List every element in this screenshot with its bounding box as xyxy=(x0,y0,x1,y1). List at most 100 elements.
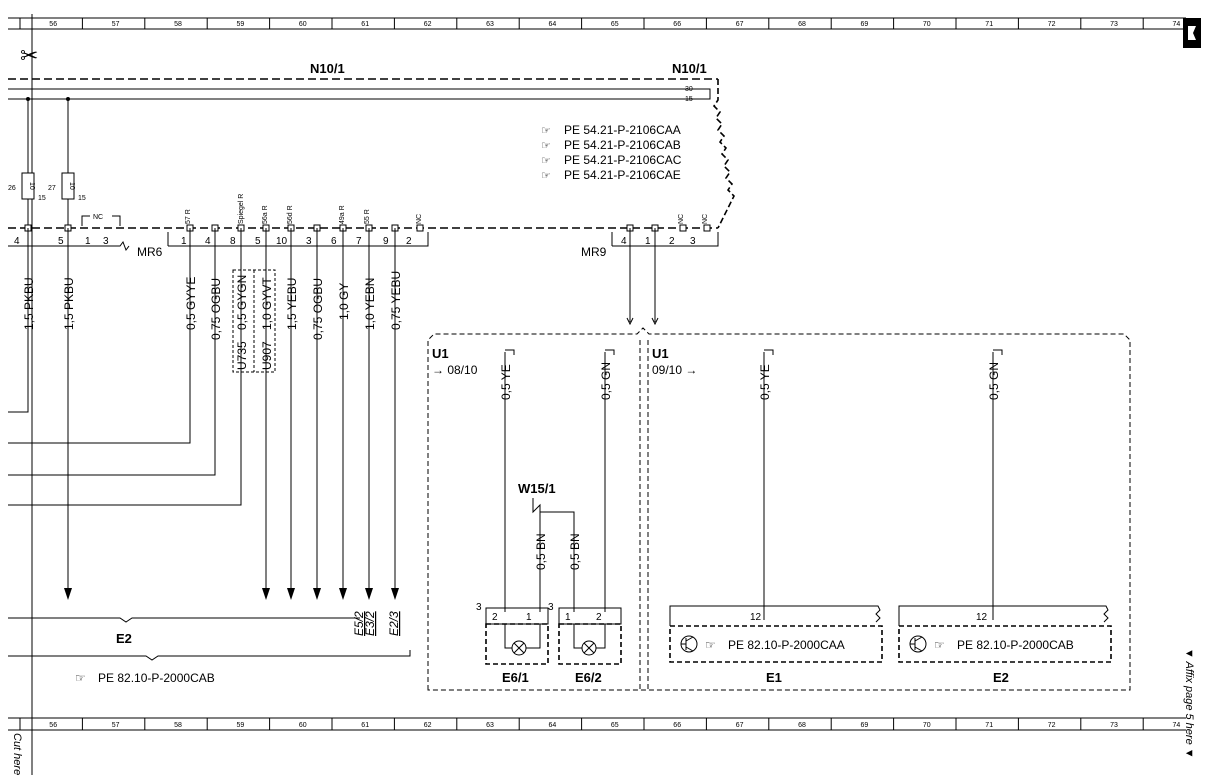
mr6-pin: 7 xyxy=(356,236,362,247)
lamp-e6-1: 2 1 E6/1 xyxy=(485,607,549,685)
top-ruler-column-label: 70 xyxy=(923,21,931,28)
unit-name: E2 xyxy=(993,670,1009,685)
bottom-ruler-column-label: 56 xyxy=(49,722,57,729)
mr6-signal-nc: NC xyxy=(416,214,423,224)
mr6-pin: 6 xyxy=(331,236,337,247)
top-ruler-column-label: 66 xyxy=(673,21,681,28)
u1-right-wire-ye: 0,5 YE xyxy=(758,364,772,400)
mr9-nc-label: NC xyxy=(702,214,709,224)
bottom-ruler-column-label: 62 xyxy=(424,722,432,729)
mr9-nc-label: NC xyxy=(678,214,685,224)
control-unit-label-left: N10/1 xyxy=(310,61,345,76)
mr6-pin: 1 xyxy=(85,236,91,247)
wire-label: 1,0 GYVT xyxy=(260,277,274,330)
fuse-27-rating: 10 xyxy=(68,182,75,190)
u1-left-wire-ye: 0,5 YE xyxy=(499,364,513,400)
lamp-pin-count: 3 xyxy=(476,602,482,613)
pointing-hand-icon: ☞ xyxy=(541,140,551,152)
bottom-ruler-column-label: 73 xyxy=(1110,722,1118,729)
top-ruler-column-label: 63 xyxy=(486,21,494,28)
fuse-27-terminal: 15 xyxy=(78,195,86,202)
lamp-pin: 1 xyxy=(526,612,532,623)
bottom-ruler-column-label: 72 xyxy=(1048,722,1056,729)
control-unit-label-right: N10/1 xyxy=(672,61,707,76)
connector-mr9-name: MR9 xyxy=(581,245,607,259)
fuse-27-number: 27 xyxy=(48,185,56,192)
u1-right-label: U1 xyxy=(652,346,669,361)
pointing-hand-icon: ☞ xyxy=(541,125,551,137)
ground-ref: E2/3 xyxy=(387,611,401,636)
lamp-name: E6/1 xyxy=(502,670,529,685)
bottom-ruler-column-label: 58 xyxy=(174,722,182,729)
mr9-wire-arrowheads xyxy=(626,317,659,326)
top-ruler-column-label: 67 xyxy=(736,21,744,28)
mr6-pin: 3 xyxy=(103,236,109,247)
top-ruler-column-label: 56 xyxy=(49,21,57,28)
affix-page-label: ▼ Affix page 5 here ▼ xyxy=(1183,648,1195,759)
wire-label: 1,0 YEBN xyxy=(363,278,377,330)
top-ruler-column-label: 58 xyxy=(174,21,182,28)
lamp-pin: 2 xyxy=(492,612,498,623)
top-ruler-column-label: 73 xyxy=(1110,21,1118,28)
lamp-name: E6/2 xyxy=(575,670,602,685)
bottom-ruler-column-label: 65 xyxy=(611,722,619,729)
top-ruler-column-label: 62 xyxy=(424,21,432,28)
bottom-ruler-column-label: 59 xyxy=(237,722,245,729)
rail-30-label: 30 xyxy=(685,86,693,93)
bottom-ruler-column-label: 63 xyxy=(486,722,494,729)
top-ruler-column-label: 72 xyxy=(1048,21,1056,28)
u1-left-label: U1 xyxy=(432,346,449,361)
top-ruler-column-label: 74 xyxy=(1173,21,1181,28)
mr6-signal-56a: 56a R xyxy=(262,205,269,224)
u1-left-wire-bn-1: 0,5 BN xyxy=(534,533,548,570)
unit-pin: 12 xyxy=(750,612,762,623)
wire-label: 0,5 GYYE xyxy=(184,277,198,330)
u1-left-wire-bn-2: 0,5 BN xyxy=(568,533,582,570)
wire-label: 1,5 YEBU xyxy=(285,278,299,330)
pointing-hand-icon: ☞ xyxy=(75,671,86,685)
top-ruler-column-label: 60 xyxy=(299,21,307,28)
control-unit-n10-1: N10/1 N10/1 30 15 ☞ PE 54.21-P-2106CAA ☞… xyxy=(8,61,735,229)
unit-pin: 12 xyxy=(976,612,988,623)
mr6-pin: 10 xyxy=(276,236,288,247)
bottom-ruler-column-label: 67 xyxy=(736,722,744,729)
wire-label: 1,5 PKBU xyxy=(22,277,36,330)
page-marker-glyph-icon xyxy=(1188,26,1196,40)
fuse-26-terminal: 15 xyxy=(38,195,46,202)
control-unit-ref-4: PE 54.21-P-2106CAE xyxy=(564,168,681,182)
bottom-ruler-column-label: 68 xyxy=(798,722,806,729)
pin-ticks xyxy=(24,224,711,232)
mr6-pin: 3 xyxy=(306,236,312,247)
pointing-hand-icon: ☞ xyxy=(541,155,551,167)
bottom-ruler-column-label: 57 xyxy=(112,722,120,729)
fuse-26-rating: 10 xyxy=(28,182,35,190)
splice-label-u907: U907 xyxy=(260,341,274,370)
mr9-pin: 3 xyxy=(690,236,696,247)
top-ruler-column-label: 71 xyxy=(985,21,993,28)
mr6-signal-spiegel: Spiegel R xyxy=(238,194,245,224)
mr6-pin: 4 xyxy=(205,236,211,247)
pointing-hand-icon: ☞ xyxy=(541,170,551,182)
mr6-signal-57r: 57 R xyxy=(185,209,192,224)
left-group-reference: PE 82.10-P-2000CAB xyxy=(98,671,215,685)
mr6-nc-label: NC xyxy=(93,214,103,221)
fuse-26-number: 26 xyxy=(8,185,16,192)
left-group-e2: E2 ☞ PE 82.10-P-2000CAB E5/2 E3/2 E2/3 xyxy=(8,611,411,685)
mr6-pin: 4 xyxy=(14,236,20,247)
mr6-pin: 1 xyxy=(181,236,187,247)
unit-reference: PE 82.10-P-2000CAB xyxy=(957,638,1074,652)
connector-mr6-name: MR6 xyxy=(137,245,163,259)
mr6-pin: 8 xyxy=(230,236,236,247)
wire-runs xyxy=(8,228,656,590)
bottom-ruler-column-label: 71 xyxy=(985,722,993,729)
mr9-pin: 2 xyxy=(669,236,675,247)
top-ruler-column-label: 61 xyxy=(361,21,369,28)
pointing-hand-icon: ☞ xyxy=(934,638,945,652)
wire-arrows xyxy=(64,588,399,600)
u1-right-group: U1 09/10 → 0,5 YE 0,5 GN 12 ☞ PE 82.10-P… xyxy=(652,346,1112,685)
mr6-pin: 2 xyxy=(406,236,412,247)
connector-mr9: MR9 4 1 2 3 NC NC xyxy=(581,214,719,259)
unit-e1: 12 ☞ PE 82.10-P-2000CAA E1 xyxy=(669,605,883,685)
